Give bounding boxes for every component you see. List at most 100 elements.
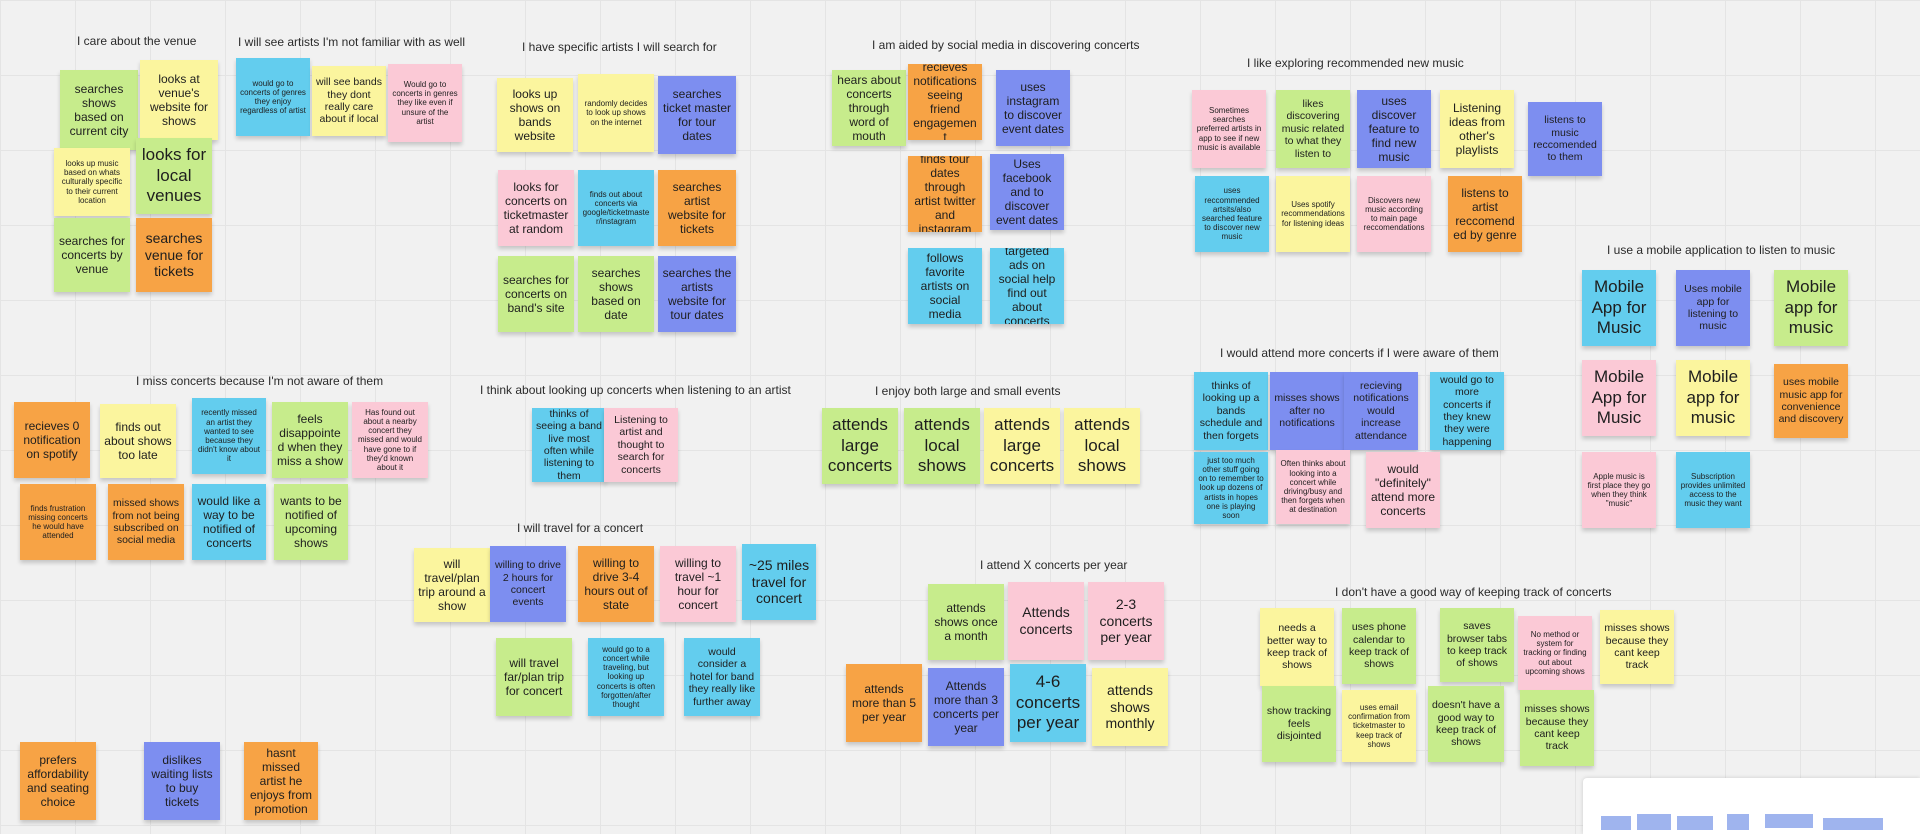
sticky-note-willing-to-travel-1[interactable]: willing to travel ~1 hour for concert	[660, 546, 736, 622]
sticky-note-prefers-affordability-and-seating[interactable]: prefers affordability and seating choice	[20, 742, 96, 820]
cluster-title[interactable]: I use a mobile application to listen to …	[1607, 243, 1836, 257]
sticky-note-mobile-app-for-music[interactable]: Mobile app for music	[1676, 360, 1750, 436]
sticky-note-often-thinks-about-looking[interactable]: Often thinks about looking into a concer…	[1276, 450, 1350, 524]
sticky-note-searches-artist-website-for[interactable]: searches artist website for tickets	[658, 170, 736, 246]
cluster-title[interactable]: I enjoy both large and small events	[875, 384, 1061, 398]
sticky-note-discovers-new-music-according[interactable]: Discovers new music according to main pa…	[1357, 176, 1431, 252]
sticky-note-recieves-0-notification-on[interactable]: recieves 0 notification on spotify	[14, 402, 90, 478]
sticky-note-hears-about-concerts-through[interactable]: hears about concerts through word of mou…	[832, 70, 906, 146]
cluster-title[interactable]: I attend X concerts per year	[980, 558, 1128, 572]
sticky-note-looks-up-music-based[interactable]: looks up music based on whats culturally…	[54, 148, 130, 216]
sticky-note-looks-for-local-venues[interactable]: looks for local venues	[136, 138, 212, 214]
sticky-note-follows-favorite-artists-on[interactable]: follows favorite artists on social media	[908, 248, 982, 324]
sticky-note-uses-mobile-app-for[interactable]: Uses mobile app for listening to music	[1676, 270, 1750, 346]
sticky-note-doesn-t-have-a[interactable]: doesn't have a good way to keep track of…	[1428, 686, 1504, 762]
sticky-note-attends-local-shows[interactable]: attends local shows	[1064, 408, 1140, 484]
sticky-note-listening-to-artist-and[interactable]: Listening to artist and thought to searc…	[604, 408, 678, 482]
cluster-title[interactable]: I care about the venue	[77, 34, 197, 48]
sticky-note-randomly-decides-to-look[interactable]: randomly decides to look up shows on the…	[578, 74, 654, 152]
sticky-note-would-go-to-more[interactable]: would go to more concerts if they knew t…	[1430, 372, 1504, 450]
cluster-title[interactable]: I will travel for a concert	[517, 521, 644, 535]
sticky-note-uses-facebook-and-to[interactable]: Uses facebook and to discover event date…	[990, 154, 1064, 230]
sticky-note-targeted-ads-on-social[interactable]: targeted ads on social help find out abo…	[990, 248, 1064, 324]
sticky-note-mobile-app-for-music[interactable]: Mobile App for Music	[1582, 360, 1656, 436]
sticky-note-uses-spotify-recommendations-for[interactable]: Uses spotify recommendations for listeni…	[1276, 176, 1350, 252]
sticky-note-recently-missed-an-artist[interactable]: recently missed an artist they wanted to…	[192, 398, 266, 474]
cluster-title[interactable]: I have specific artists I will search fo…	[522, 40, 717, 54]
sticky-note-recieving-notifications-would-increase[interactable]: recieving notifications would increase a…	[1344, 372, 1418, 450]
sticky-note-uses-phone-calendar-to[interactable]: uses phone calendar to keep track of sho…	[1342, 608, 1416, 684]
sticky-note-recieves-notifications-seeing-friend[interactable]: recieves notifications seeing friend eng…	[908, 64, 982, 140]
sticky-note-looks-at-venue-s[interactable]: looks at venue's website for shows	[140, 60, 218, 140]
sticky-note-likes-discovering-music-related[interactable]: likes discovering music related to what …	[1276, 90, 1350, 168]
sticky-note-attends-shows-monthly[interactable]: attends shows monthly	[1092, 668, 1168, 746]
sticky-note-sometimes-searches-preferred-artists[interactable]: Sometimes searches preferred artists in …	[1192, 90, 1266, 168]
sticky-note-searches-shows-based-on[interactable]: searches shows based on date	[578, 256, 654, 332]
sticky-note-willing-to-drive-2[interactable]: willing to drive 2 hours for concert eve…	[490, 546, 566, 622]
cluster-title[interactable]: I am aided by social media in discoverin…	[872, 38, 1140, 52]
sticky-note-would-consider-a-hotel[interactable]: would consider a hotel for band they rea…	[684, 638, 760, 716]
sticky-note-attends-local-shows[interactable]: attends local shows	[904, 408, 980, 484]
sticky-note-misses-shows-because-they[interactable]: misses shows because they cant keep trac…	[1600, 610, 1674, 684]
sticky-note-attends-more-than-3[interactable]: Attends more than 3 concerts per year	[928, 668, 1004, 746]
sticky-note-finds-tour-dates-through[interactable]: finds tour dates through artist twitter …	[908, 156, 982, 232]
sticky-note-saves-browser-tabs-to[interactable]: saves browser tabs to keep track of show…	[1440, 608, 1514, 682]
sticky-note-no-method-or-system[interactable]: No method or system for tracking or find…	[1518, 616, 1592, 690]
sticky-note-uses-discover-feature-to[interactable]: uses discover feature to find new music	[1357, 90, 1431, 168]
sticky-note-listening-ideas-from-other[interactable]: Listening ideas from other's playlists	[1440, 90, 1514, 168]
sticky-note-mobile-app-for-music[interactable]: Mobile App for Music	[1582, 270, 1656, 346]
sticky-note-uses-email-confirmation-from[interactable]: uses email confirmation from ticketmaste…	[1342, 690, 1416, 762]
sticky-note-2-3-concerts-per[interactable]: 2-3 concerts per year	[1088, 582, 1164, 660]
sticky-note-would-definitely-attend-more[interactable]: would "definitely" attend more concerts	[1366, 452, 1440, 528]
sticky-note-finds-frustration-missing-concerts[interactable]: finds frustration missing concerts he wo…	[20, 484, 96, 560]
sticky-note-listens-to-music-reccomended[interactable]: listens to music reccomended to them	[1528, 102, 1602, 176]
sticky-note-apple-music-is-first[interactable]: Apple music is first place they go when …	[1582, 452, 1656, 528]
sticky-note-mobile-app-for-music[interactable]: Mobile app for music	[1774, 270, 1848, 346]
sticky-note-hasnt-missed-artist-he[interactable]: hasnt missed artist he enjoys from promo…	[244, 742, 318, 820]
cluster-title[interactable]: I like exploring recommended new music	[1247, 56, 1464, 70]
sticky-note-listens-to-artist-reccomended[interactable]: listens to artist reccomended by genre	[1448, 176, 1522, 252]
sticky-note-has-found-out-about[interactable]: Has found out about a nearby concert the…	[352, 402, 428, 478]
sticky-note-finds-out-about-concerts[interactable]: finds out about concerts via google/tick…	[578, 170, 654, 246]
sticky-note-searches-shows-based-on[interactable]: searches shows based on current city	[60, 70, 138, 150]
cluster-title[interactable]: I would attend more concerts if I were a…	[1220, 346, 1499, 360]
sticky-note-would-go-to-concerts[interactable]: Would go to concerts in genres they like…	[388, 64, 462, 142]
sticky-note-finds-out-about-shows[interactable]: finds out about shows too late	[100, 404, 176, 478]
sticky-note-needs-a-better-way[interactable]: needs a better way to keep track of show…	[1260, 608, 1334, 686]
sticky-note-show-tracking-feels-disjointed[interactable]: show tracking feels disjointed	[1262, 686, 1336, 762]
sticky-note-attends-large-concerts[interactable]: attends large concerts	[984, 408, 1060, 484]
sticky-note-thinks-of-seeing-a[interactable]: thinks of seeing a band live most often …	[532, 408, 606, 482]
sticky-note-searches-for-concerts-by[interactable]: searches for concerts by venue	[54, 218, 130, 292]
sticky-note-thinks-of-looking-up[interactable]: thinks of looking up a bands schedule an…	[1194, 372, 1268, 450]
sticky-note-will-travel-far-plan[interactable]: will travel far/plan trip for concert	[496, 638, 572, 716]
sticky-note-searches-venue-for-tickets[interactable]: searches venue for tickets	[136, 218, 212, 292]
sticky-note-would-go-to-concerts[interactable]: would go to concerts of genres they enjo…	[236, 58, 310, 136]
sticky-note-misses-shows-because-they[interactable]: misses shows because they cant keep trac…	[1520, 690, 1594, 766]
sticky-note-wants-to-be-notified[interactable]: wants to be notified of upcoming shows	[274, 484, 348, 560]
board-minimap[interactable]	[1583, 778, 1920, 834]
sticky-note-will-see-bands-they[interactable]: will see bands they dont really care abo…	[312, 66, 386, 136]
sticky-note-misses-shows-after-no[interactable]: misses shows after no notifications	[1270, 372, 1344, 450]
sticky-note-searches-the-artists-website[interactable]: searches the artists website for tour da…	[658, 256, 736, 332]
sticky-note-subscription-provides-unlimited-access[interactable]: Subscription provides unlimited access t…	[1676, 452, 1750, 528]
sticky-note-attends-large-concerts[interactable]: attends large concerts	[822, 408, 898, 484]
sticky-note-uses-mobile-music-app[interactable]: uses mobile music app for convenience an…	[1774, 364, 1848, 438]
sticky-note-4-6-concerts-per[interactable]: 4-6 concerts per year	[1010, 664, 1086, 742]
sticky-note-searches-ticket-master-for[interactable]: searches ticket master for tour dates	[658, 76, 736, 154]
cluster-title[interactable]: I don't have a good way of keeping track…	[1335, 585, 1612, 599]
sticky-note-searches-for-concerts-on[interactable]: searches for concerts on band's site	[498, 256, 574, 332]
sticky-note-would-like-a-way[interactable]: would like a way to be notified of conce…	[192, 484, 266, 560]
sticky-note-missed-shows-from-not[interactable]: missed shows from not being subscribed o…	[108, 484, 184, 560]
sticky-note-would-go-to-a[interactable]: would go to a concert while traveling, b…	[588, 638, 664, 716]
sticky-note-25-miles-travel-for[interactable]: ~25 miles travel for concert	[742, 544, 816, 620]
sticky-note-looks-for-concerts-on[interactable]: looks for concerts on ticketmaster at ra…	[498, 170, 574, 246]
sticky-note-attends-more-than-5[interactable]: attends more than 5 per year	[846, 664, 922, 742]
cluster-title[interactable]: I will see artists I'm not familiar with…	[238, 35, 466, 49]
sticky-note-uses-reccommended-artsits-also[interactable]: uses reccommended artsits/also searched …	[1195, 176, 1269, 252]
sticky-note-dislikes-waiting-lists-to[interactable]: dislikes waiting lists to buy tickets	[144, 742, 220, 820]
sticky-note-uses-instagram-to-discover[interactable]: uses instagram to discover event dates	[996, 70, 1070, 146]
sticky-note-looks-up-shows-on[interactable]: looks up shows on bands website	[497, 78, 573, 152]
sticky-note-feels-disappointed-when-they[interactable]: feels disappointed when they miss a show	[272, 402, 348, 478]
sticky-note-willing-to-drive-3[interactable]: willing to drive 3-4 hours out of state	[578, 546, 654, 622]
